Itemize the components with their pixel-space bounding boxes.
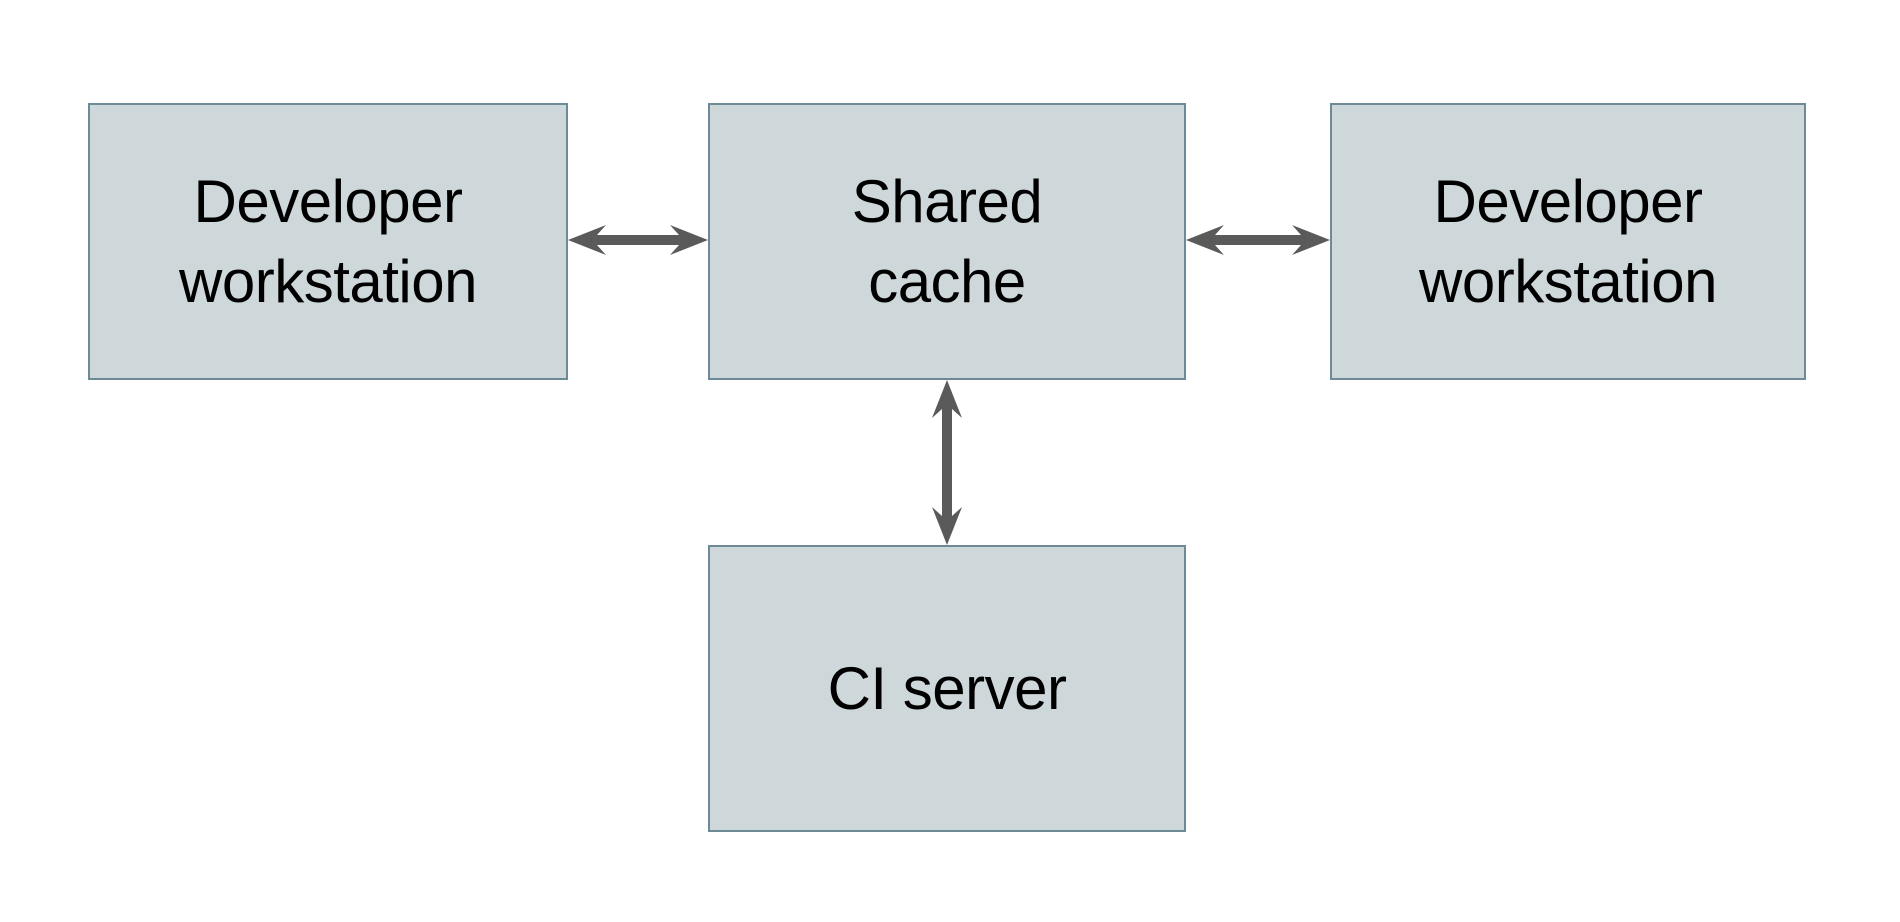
node-developer-workstation-right[interactable]: Developer workstation [1330,103,1806,380]
node-developer-workstation-left[interactable]: Developer workstation [88,103,568,380]
node-label: Developer workstation [1419,167,1717,315]
double-arrow-icon-left-workstation-to-shared-cache [568,225,708,255]
node-label: Shared cache [851,167,1043,315]
node-label: CI server [827,654,1067,722]
double-arrow-icon-ci-server-to-shared-cache [932,380,962,545]
node-shared-cache[interactable]: Shared cache [708,103,1186,380]
node-label: Developer workstation [179,167,477,315]
node-ci-server[interactable]: CI server [708,545,1186,832]
double-arrow-icon-shared-cache-to-right-workstation [1186,225,1330,255]
